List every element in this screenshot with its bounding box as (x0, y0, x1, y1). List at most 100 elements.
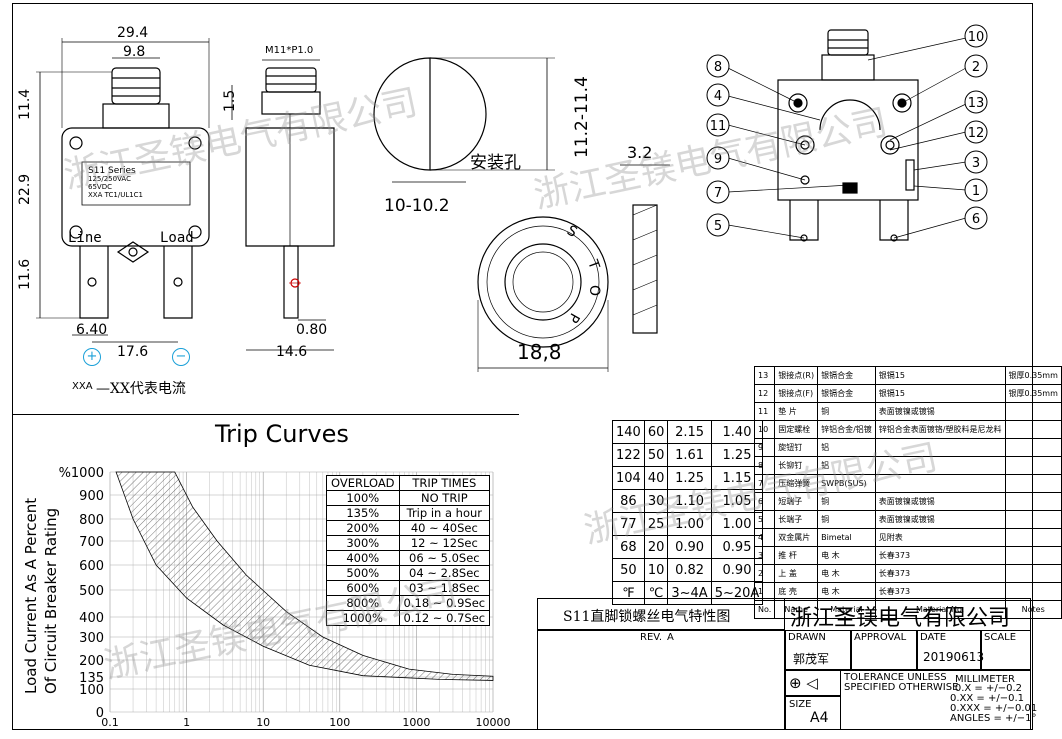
load-label: Load (160, 230, 194, 246)
svg-text:9: 9 (714, 152, 722, 167)
date-label: DATE (920, 632, 947, 643)
nut-letter-o: O (586, 285, 602, 296)
callout-10: 10 (964, 24, 988, 48)
y-tick-label: 800 (79, 513, 104, 528)
callout-13: 13 (964, 90, 988, 114)
y-tick-label: 500 (79, 584, 104, 599)
overload-row: 600%03 ~ 1.8Sec (326, 580, 491, 596)
overload-row: 800%0.18 ~ 0.9Sec (326, 595, 491, 611)
overload-row: 400%06 ~ 5.0Sec (326, 550, 491, 566)
y-tick-label: %1000 (59, 466, 104, 481)
overload-row: 135%Trip in a hour (326, 505, 491, 521)
size-label: SIZE (789, 699, 812, 710)
line-terminal (79, 246, 109, 319)
device-rating2: 65VDC (88, 183, 112, 191)
overload-row: 1000%0.12 ~ 0.7Sec (326, 610, 491, 626)
scale-label: SCALE (984, 632, 1017, 643)
mounting-hole-right (429, 57, 487, 171)
minus-icon: − (172, 348, 190, 366)
dim-nut-diameter: 18,8 (517, 340, 562, 364)
svg-text:3: 3 (972, 156, 980, 171)
svg-text:12: 12 (968, 126, 985, 141)
projection-symbol-icon: ⊕ ◁ (789, 674, 818, 692)
company-name: 浙江圣镁电气有限公司 (790, 606, 1011, 631)
dim-side-width: 14.6 (276, 344, 308, 360)
x-tick-label: 0.1 (101, 716, 119, 729)
x-tick-label: 1 (183, 716, 190, 729)
y-tick-label: 300 (79, 631, 104, 646)
y-tick-label: 700 (79, 535, 104, 550)
device-rating1: 125/250VAC (88, 175, 131, 183)
drawn-label: DRAWN (788, 632, 826, 643)
overload-row: 500%04 ~ 2.8Sec (326, 565, 491, 581)
overload-row: 200%40 ~ 40Sec (326, 520, 491, 536)
callout-7: 7 (706, 180, 730, 204)
callout-1: 1 (964, 178, 988, 202)
svg-text:1: 1 (972, 184, 980, 199)
y-tick-label: 200 (79, 654, 104, 669)
callout-3: 3 (964, 150, 988, 174)
product-title: S11直脚锁螺丝电气特性图 (563, 609, 731, 625)
nut-letter-p: P (564, 310, 582, 325)
svg-text:13: 13 (968, 96, 985, 111)
front-button (111, 67, 161, 105)
mechanical-drawing: 8 4 11 9 7 5 10 2 13 12 3 1 6 S T O P (36, 24, 988, 372)
callout-2: 2 (964, 54, 988, 78)
line-label: Line (68, 230, 102, 246)
trip-band (115, 471, 494, 681)
drawn-value: 郭茂军 (793, 652, 830, 666)
dim-nut-thickness: 3.2 (627, 143, 653, 162)
svg-text:7: 7 (714, 186, 722, 201)
plus-icon: + (83, 348, 101, 366)
approval-label: APPROVAL (854, 632, 907, 643)
nut-letter-t: T (584, 257, 602, 272)
svg-text:5: 5 (714, 219, 722, 234)
device-cert: TC1/UL1C1 (104, 191, 144, 199)
callout-5: 5 (706, 213, 730, 237)
x-tick-label: 1000 (402, 716, 430, 729)
side-terminal (283, 245, 299, 319)
y-tick-label: 900 (79, 489, 104, 504)
mounting-hole-label: 安装孔 (470, 153, 521, 173)
callout-11: 11 (706, 113, 730, 137)
dim-pitch: 17.6 (117, 344, 149, 360)
callout-4: 4 (706, 83, 730, 107)
svg-text:8: 8 (714, 60, 722, 75)
trip-chart-title: Trip Curves (215, 420, 349, 448)
dim-thread: M11*P1.0 (265, 45, 314, 56)
nut-outer (477, 216, 609, 348)
dim-width-button: 9.8 (123, 44, 146, 60)
overload-row: 100%NO TRIP (326, 490, 491, 506)
y-tick-label: 400 (79, 611, 104, 626)
millimeter-label: MILLIMETER (955, 674, 1015, 685)
size-value: A4 (810, 710, 829, 726)
dim-term-thickness: 0.80 (296, 322, 328, 338)
callout-6: 6 (964, 206, 988, 230)
xxa-note: —XX代表电流 (96, 381, 186, 397)
xxa-code: XXA (72, 381, 93, 392)
device-model: XXA (88, 191, 103, 199)
